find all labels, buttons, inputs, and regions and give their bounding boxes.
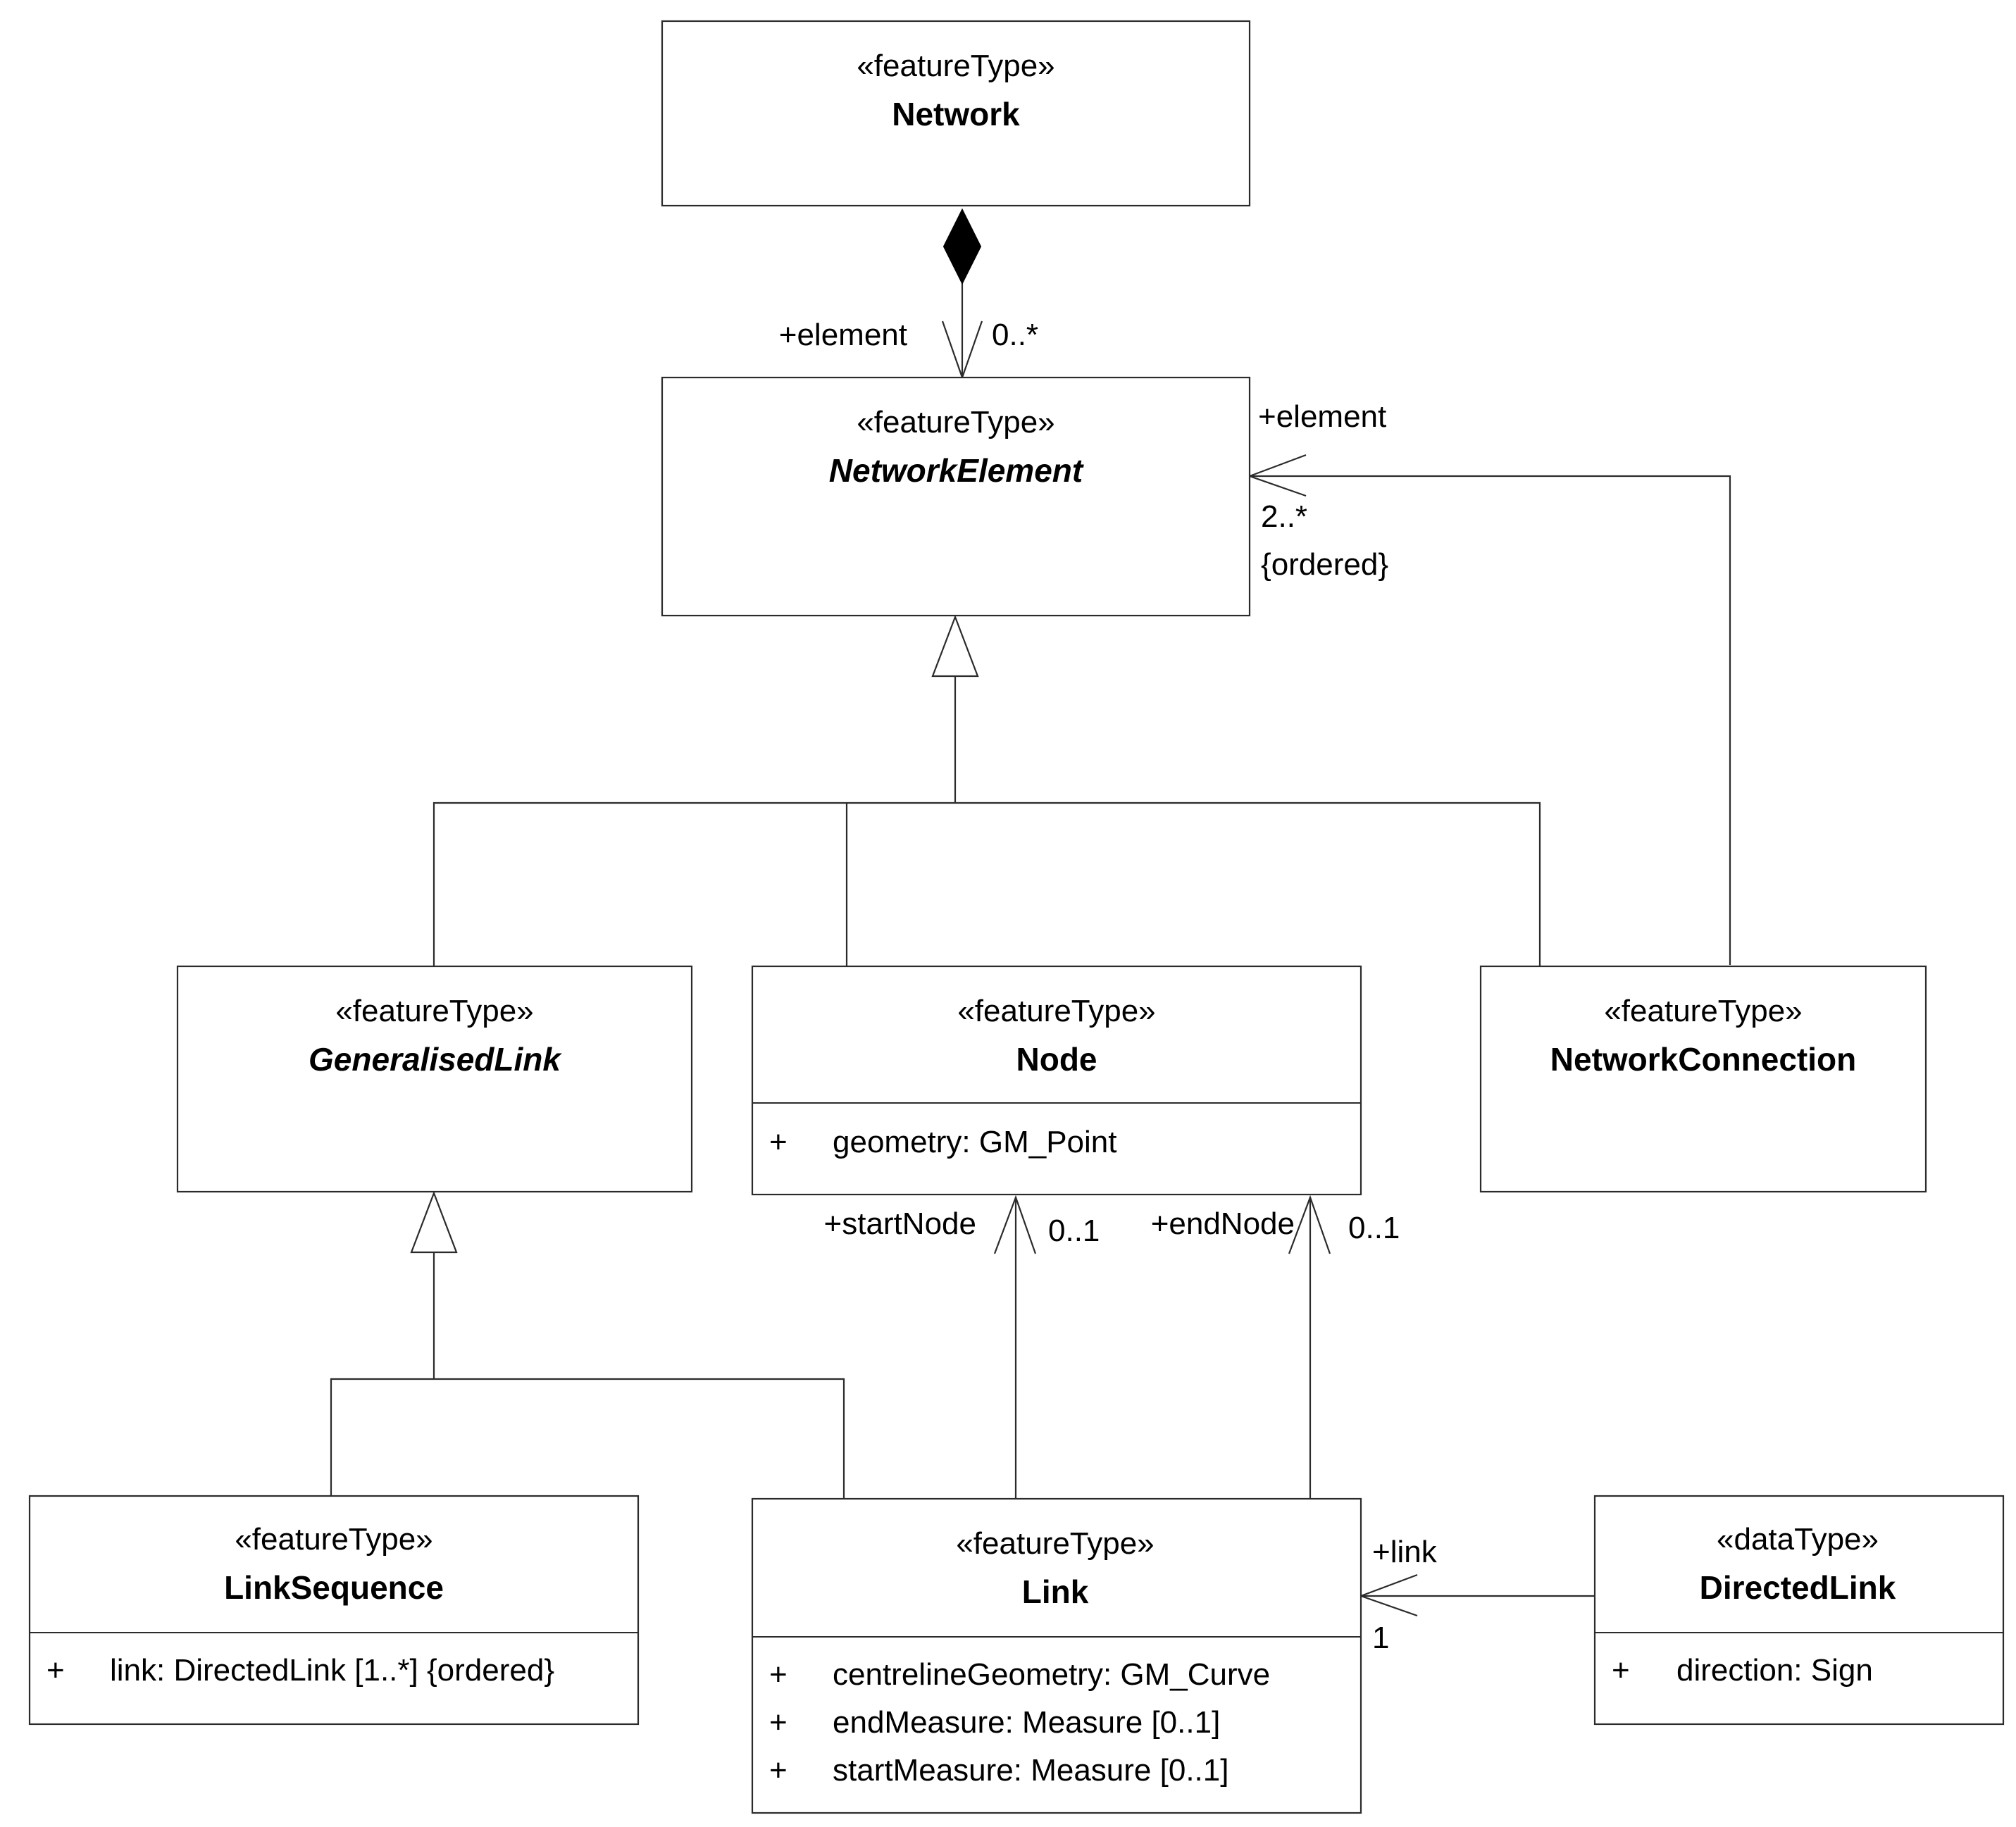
arrowhead-open-icon [1288,1195,1331,1254]
association-start-node [993,1195,1037,1499]
stereotype: «featureType» [957,994,1155,1028]
generalisation-triangle-icon [410,1190,458,1254]
generalisation-network-element [433,614,1541,966]
attribute: startMeasure: Measure [0..1] [833,1753,1228,1788]
class-name: GeneralisedLink [309,1041,562,1078]
generalisation-triangle-icon [931,614,979,678]
attribute: link: DirectedLink [1..*] {ordered} [110,1653,554,1688]
class-name: NetworkElement [829,452,1084,489]
attribute-visibility: + [1612,1653,1630,1688]
attribute-visibility: + [769,1657,788,1692]
attribute-visibility: + [769,1125,788,1159]
role-label: +element [1258,399,1386,434]
role-label: +endNode [1151,1206,1295,1241]
class-directed-link[interactable]: «dataType» DirectedLink + direction: Sig… [1593,1495,2005,1726]
attribute: endMeasure: Measure [0..1] [833,1705,1220,1740]
association-end-node [1288,1195,1331,1499]
constraint-label: {ordered} [1261,547,1388,582]
stereotype: «featureType» [857,49,1054,83]
class-link[interactable]: «featureType» Link + centrelineGeometry:… [751,1497,1362,1814]
class-generalised-link[interactable]: «featureType» GeneralisedLink [176,965,693,1193]
association-connection-element [1247,454,1731,965]
multiplicity-label: 0..1 [1048,1214,1100,1248]
attribute-visibility: + [769,1705,788,1740]
association-directed-link-link [1358,1573,1595,1617]
attribute-visibility: + [46,1653,65,1688]
class-network[interactable]: «featureType» Network [661,20,1251,207]
class-node[interactable]: «featureType» Node + geometry: GM_Point [751,965,1362,1196]
composition-network-element [941,208,983,380]
class-network-connection[interactable]: «featureType» NetworkConnection [1479,965,1927,1193]
class-name: Node [1016,1041,1097,1078]
stereotype: «featureType» [235,1522,433,1557]
class-name: LinkSequence [224,1569,444,1606]
multiplicity-label: 1 [1372,1621,1389,1655]
class-name: Network [892,96,1020,132]
generalisation-generalised-link [330,1190,845,1499]
stereotype: «featureType» [1604,994,1802,1028]
multiplicity-label: 0..* [992,318,1038,352]
attribute: direction: Sign [1676,1653,1873,1688]
attribute: geometry: GM_Point [833,1125,1117,1159]
class-name: Link [1022,1573,1089,1610]
role-label: +link [1372,1535,1438,1569]
arrowhead-open-icon [993,1195,1037,1254]
attribute: centrelineGeometry: GM_Curve [833,1657,1270,1692]
class-link-sequence[interactable]: «featureType» LinkSequence + link: Direc… [28,1495,640,1726]
composition-diamond-icon [942,208,982,285]
stereotype: «dataType» [1717,1522,1879,1557]
multiplicity-label: 0..1 [1348,1211,1400,1245]
stereotype: «featureType» [335,994,533,1028]
class-name: NetworkConnection [1550,1041,1856,1078]
stereotype: «featureType» [857,405,1054,439]
role-label: +element [779,318,907,352]
role-label: +startNode [824,1206,976,1241]
multiplicity-label: 2..* [1261,499,1307,534]
class-network-element[interactable]: «featureType» NetworkElement [661,376,1251,617]
attribute-visibility: + [769,1753,788,1788]
class-name: DirectedLink [1700,1569,1896,1606]
stereotype: «featureType» [956,1526,1154,1561]
